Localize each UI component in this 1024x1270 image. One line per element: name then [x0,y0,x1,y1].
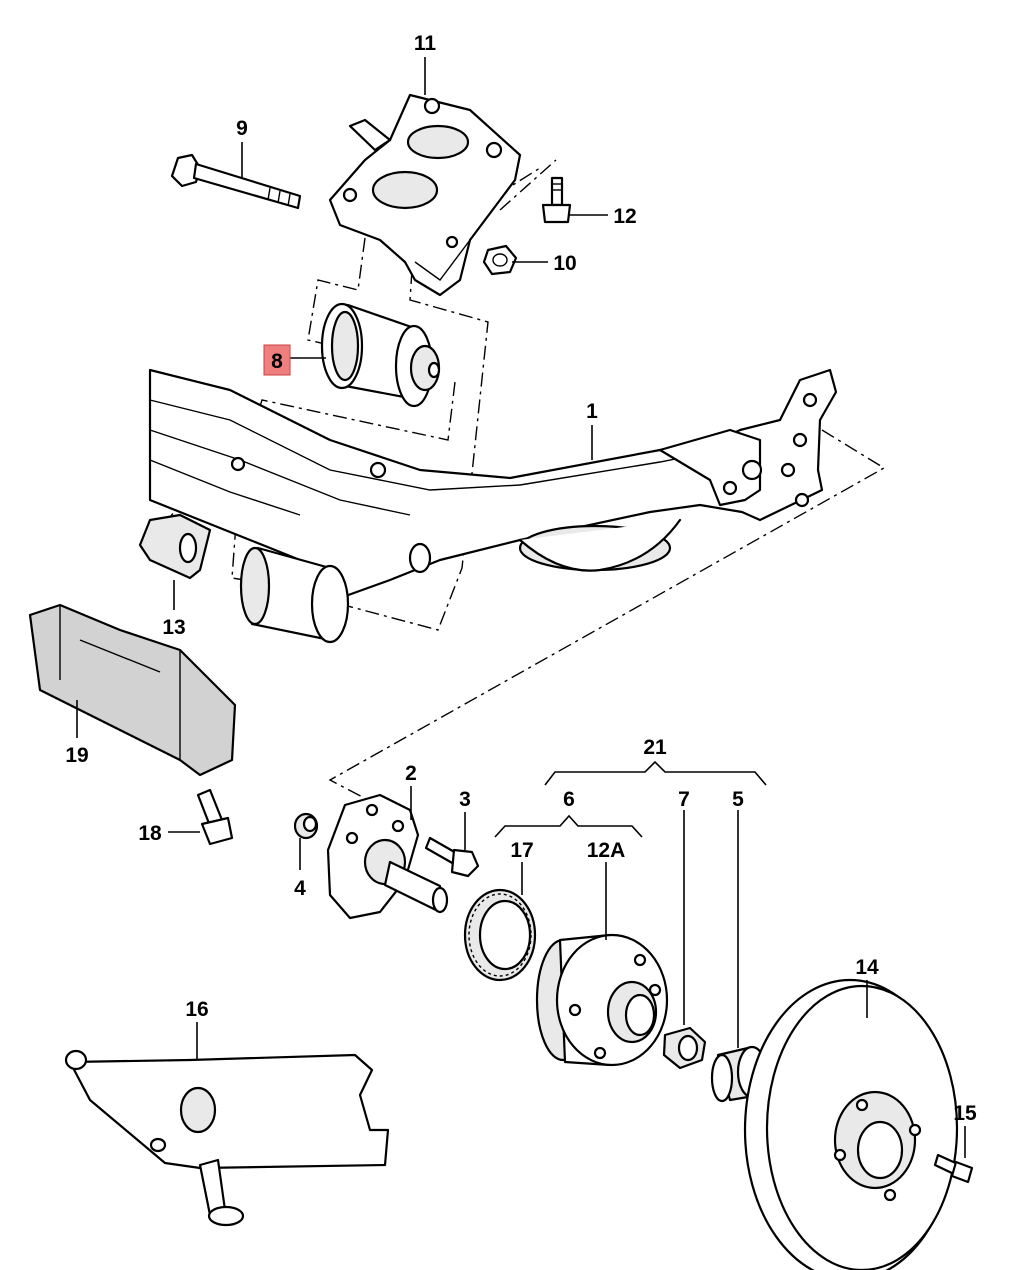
bolt-part-3[interactable] [424,836,480,878]
small-bush-part-4[interactable] [293,812,319,840]
label-11: 11 [414,32,437,55]
group-braces [494,760,767,838]
label-12a: 12A [587,839,626,862]
buffer-part-13[interactable] [138,513,212,580]
shield-part-16[interactable] [64,1049,390,1227]
axle-beam-part[interactable] [148,368,838,644]
nut-part-10[interactable] [482,244,518,276]
block-part-19[interactable] [28,603,237,777]
bush-part-8[interactable] [320,302,441,408]
label-3: 3 [459,788,471,811]
label-15: 15 [953,1102,977,1125]
brace-21 [544,760,767,786]
label-12: 12 [613,205,636,228]
abs-ring-part[interactable] [463,888,537,982]
stub-axle-part[interactable] [326,793,449,920]
long-bolt-part[interactable] [170,153,302,210]
label-13: 13 [162,616,185,639]
screw-part-15[interactable] [933,1153,974,1184]
label-21: 21 [643,736,667,759]
brake-disc-part[interactable] [743,978,959,1270]
label-19: 19 [65,744,88,767]
screw-part-18[interactable] [196,788,234,846]
label-8: 8 [271,350,283,373]
hub-nut-part[interactable] [662,1026,707,1070]
highlight-box-part-8 [263,344,291,376]
label-18: 18 [138,822,162,845]
label-14: 14 [855,956,879,979]
wheel-hub-part[interactable] [535,933,669,1067]
bolt-part-12[interactable] [541,176,572,224]
label-2: 2 [405,762,417,785]
brace-6 [494,814,643,838]
label-7: 7 [678,788,690,811]
label-10: 10 [553,252,576,275]
leader-lines [76,57,966,1158]
label-4: 4 [294,877,306,900]
label-16: 16 [185,998,208,1021]
label-5: 5 [732,788,744,811]
label-6: 6 [563,788,575,811]
mounting-bracket-part[interactable] [328,93,522,297]
callout-labels: 11 9 12 10 8 1 13 19 18 4 2 3 21 6 7 5 1… [65,32,977,1125]
label-1: 1 [586,400,598,423]
label-9: 9 [236,117,248,140]
label-17: 17 [510,839,533,862]
